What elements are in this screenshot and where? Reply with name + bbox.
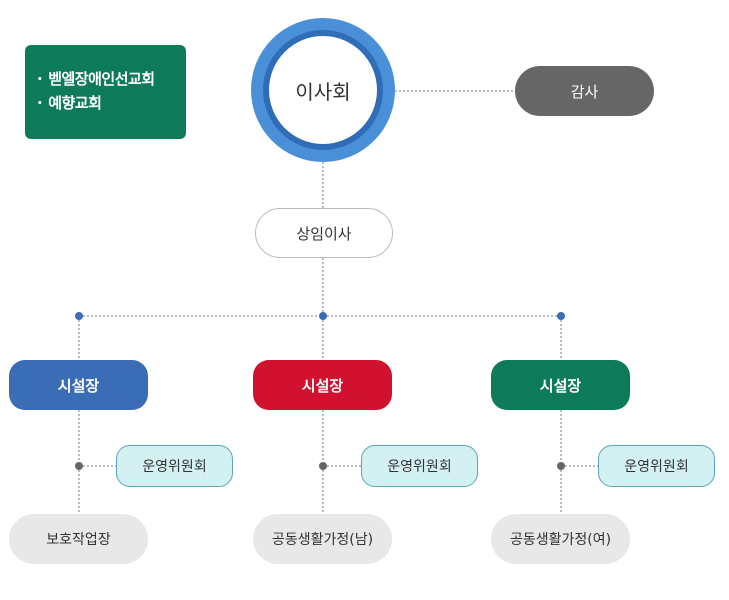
church-item: 예향교회 [37,91,186,115]
audit-node: 감사 [515,66,654,116]
operating-committee-node: 운영위원회 [598,445,715,487]
junction-dot [75,462,83,470]
facility-head-node: 시설장 [491,360,630,410]
affiliated-churches-box: 벧엘장애인선교회 예향교회 [25,45,186,139]
facility-head-node: 시설장 [9,360,148,410]
junction-dot [557,312,565,320]
church-item: 벧엘장애인선교회 [37,67,186,91]
standing-director-node: 상임이사 [255,208,393,258]
junction-dot [557,462,565,470]
board-node: 이사회 [251,18,395,162]
operating-committee-node: 운영위원회 [116,445,233,487]
operating-committee-node: 운영위원회 [361,445,478,487]
facility-node: 공동생활가정(남) [253,514,392,564]
facility-node: 공동생활가정(여) [491,514,630,564]
board-label: 이사회 [269,36,377,144]
facility-head-node: 시설장 [253,360,392,410]
junction-dot [319,312,327,320]
junction-dot [75,312,83,320]
junction-dot [319,462,327,470]
facility-node: 보호작업장 [9,514,148,564]
